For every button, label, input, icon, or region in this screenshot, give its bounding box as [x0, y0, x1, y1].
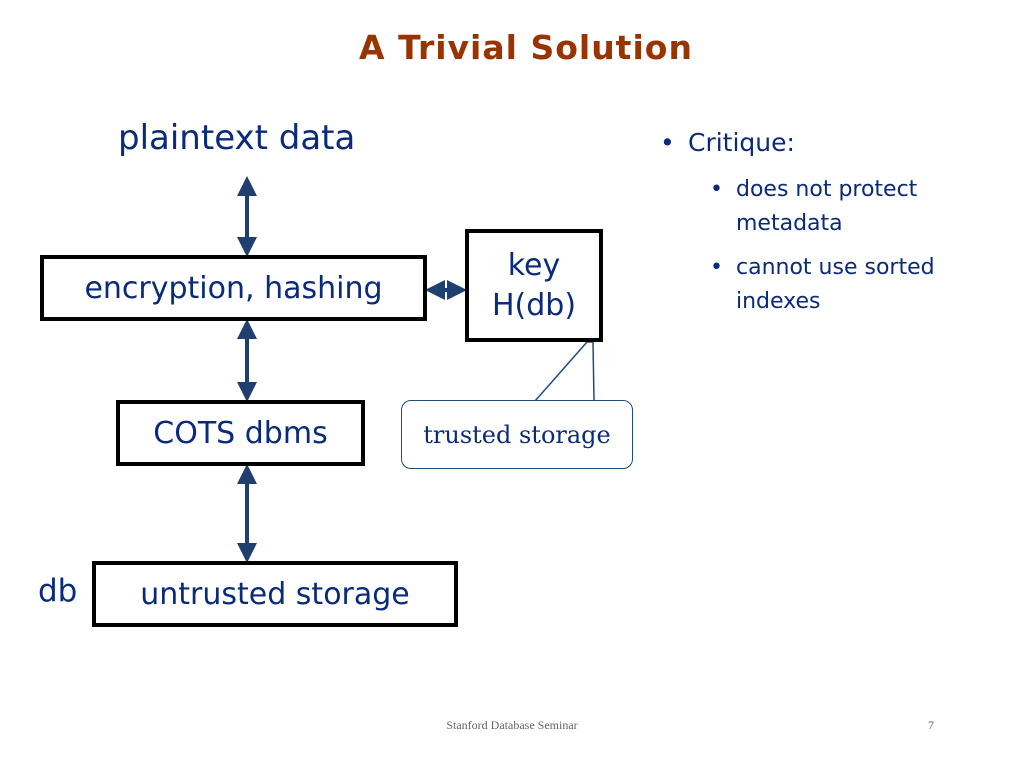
db-label: db	[38, 573, 78, 609]
critique-heading: Critique:	[688, 128, 795, 157]
critique-list: • Critique: • does not protect metadata …	[660, 128, 1000, 329]
footer-text: Stanford Database Seminar	[446, 718, 578, 732]
list-item: • cannot use sorted indexes	[710, 251, 1000, 319]
bullet-dot-icon: •	[710, 255, 723, 280]
cots-dbms-box: COTS dbms	[116, 400, 365, 466]
cots-dbms-label: COTS dbms	[153, 415, 328, 451]
critique-item-text: does not protect metadata	[736, 177, 918, 236]
hash-db-label: H(db)	[491, 287, 577, 323]
bullet-dot-icon: •	[660, 128, 675, 157]
plaintext-data-label: plaintext data	[118, 118, 356, 158]
trusted-storage-label: trusted storage	[423, 420, 611, 449]
critique-heading-item: • Critique:	[660, 128, 1000, 157]
callout-pointer	[534, 341, 595, 402]
critique-item-text: cannot use sorted indexes	[736, 255, 935, 314]
bullet-dot-icon: •	[710, 177, 723, 202]
critique-sub-list: • does not protect metadata • cannot use…	[660, 173, 1000, 319]
untrusted-storage-box: untrusted storage	[92, 561, 458, 627]
key-box: key H(db)	[465, 229, 603, 342]
slide-title: A Trivial Solution	[359, 28, 693, 67]
page-number: 7	[928, 718, 934, 732]
encryption-hashing-label: encryption, hashing	[84, 270, 383, 306]
encryption-hashing-box: encryption, hashing	[40, 255, 427, 321]
trusted-storage-callout: trusted storage	[401, 400, 633, 469]
key-label: key	[507, 247, 561, 283]
untrusted-storage-label: untrusted storage	[140, 576, 410, 612]
list-item: • does not protect metadata	[710, 173, 1000, 241]
